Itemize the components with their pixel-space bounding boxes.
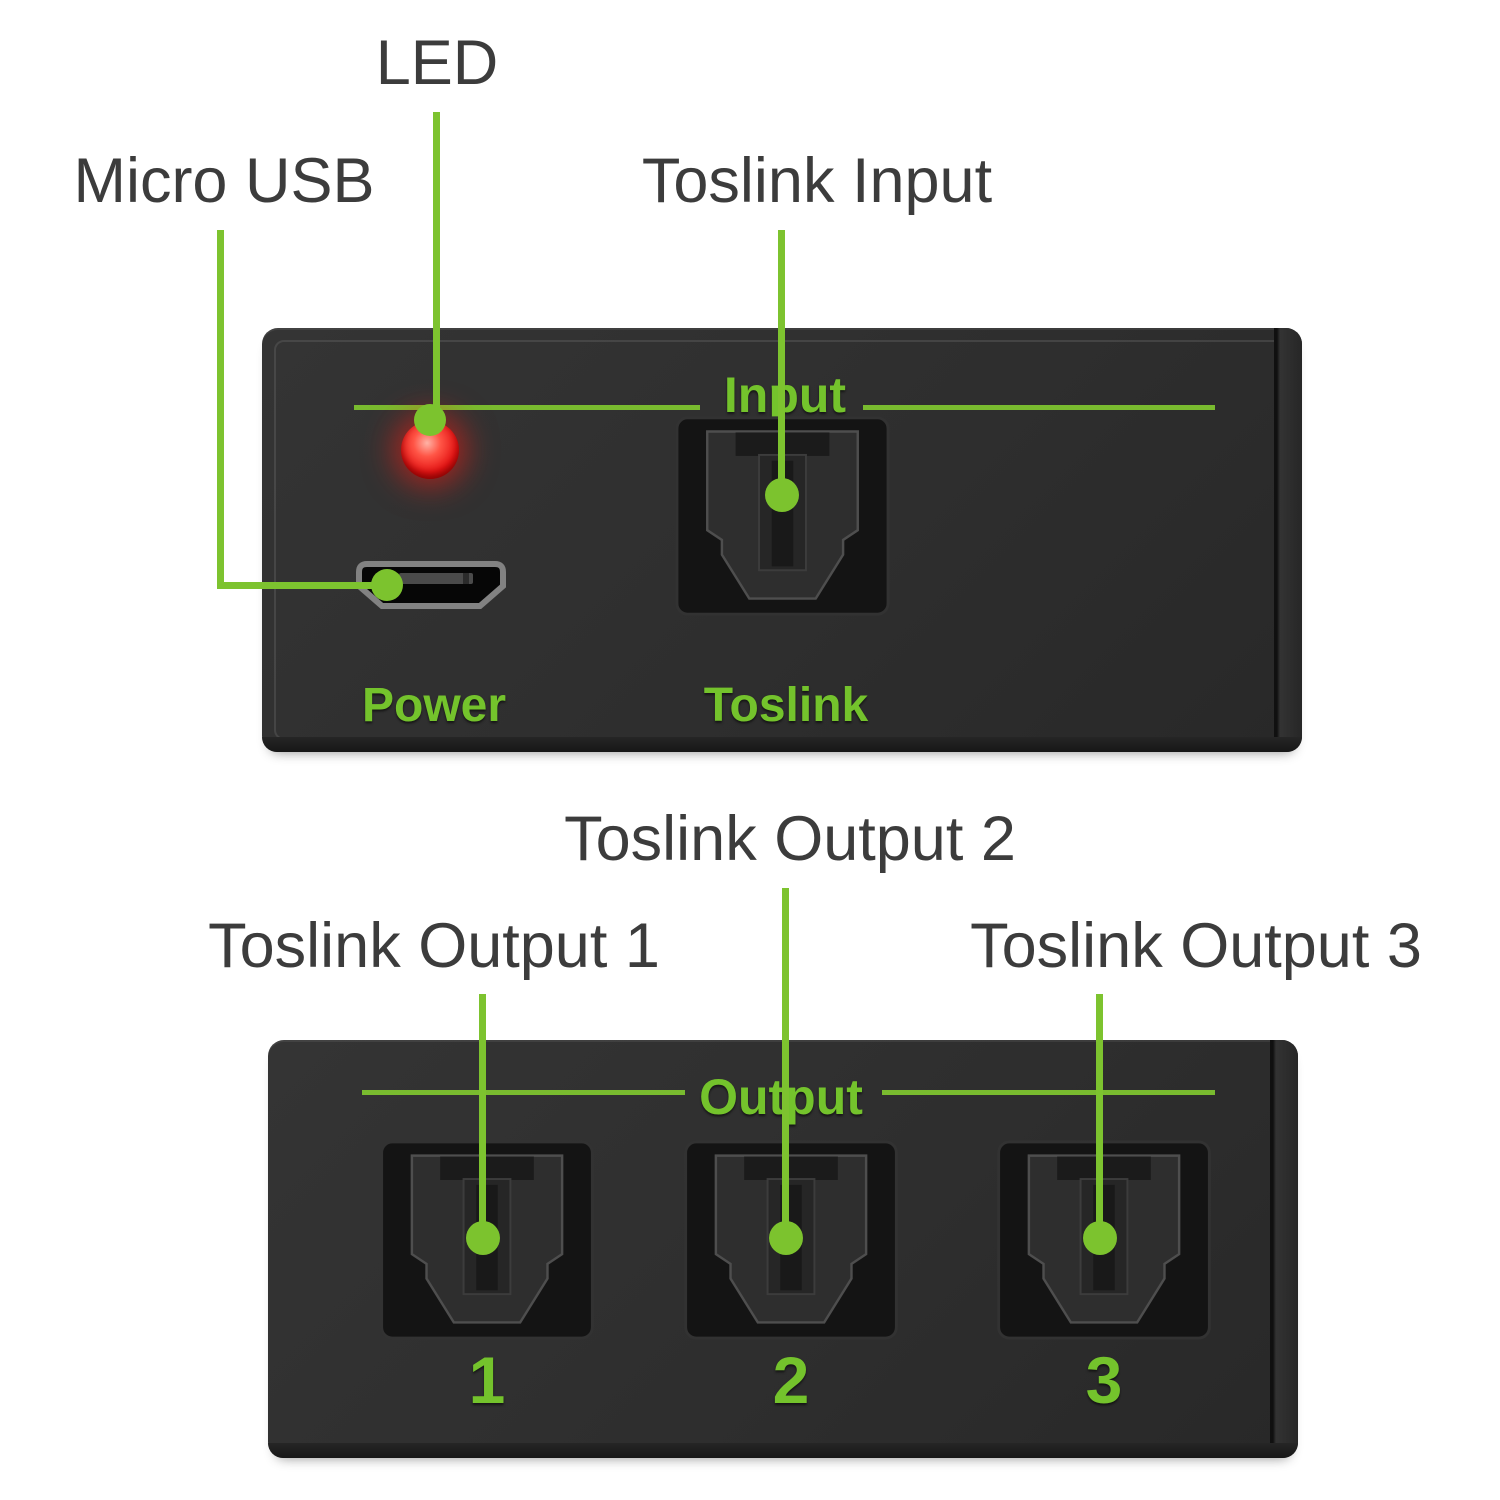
- port-number-1: 1: [468, 1343, 506, 1417]
- device-bottom-edge: [262, 737, 1302, 752]
- leader-dot-led: [414, 404, 446, 436]
- callout-label-toslink-output-1: Toslink Output 1: [208, 911, 660, 981]
- leader-line-toslink-input: [778, 230, 785, 495]
- leader-dot-toslink-output-2: [769, 1221, 803, 1255]
- callout-label-led: LED: [375, 28, 499, 98]
- leader-line-toslink-output-1: [479, 994, 486, 1240]
- callout-label-toslink-output-3: Toslink Output 3: [970, 911, 1422, 981]
- output-section-divider-right: [882, 1090, 1215, 1095]
- leader-dot-toslink-output-1: [466, 1221, 500, 1255]
- leader-line-toslink-output-2: [782, 888, 789, 1240]
- input-section-divider-right: [863, 405, 1215, 410]
- callout-label-micro-usb: Micro USB: [73, 146, 375, 216]
- output-section-divider-left: [362, 1090, 685, 1095]
- leader-line-micro-usb-vertical: [217, 230, 224, 589]
- leader-dot-toslink-input: [765, 478, 799, 512]
- output-section-label: Output: [699, 1069, 863, 1125]
- port-number-3: 3: [1085, 1343, 1123, 1417]
- leader-line-micro-usb-horizontal: [217, 582, 387, 589]
- leader-line-toslink-output-3: [1096, 994, 1103, 1240]
- power-jack-label: Power: [361, 679, 507, 732]
- device-right-edge: [1274, 328, 1302, 752]
- input-section-divider-left: [354, 405, 700, 410]
- device-bottom-edge: [268, 1443, 1298, 1458]
- toslink-jack-label: Toslink: [703, 679, 869, 732]
- device-right-edge: [1270, 1040, 1298, 1458]
- callout-label-toslink-input: Toslink Input: [641, 146, 993, 216]
- callout-label-toslink-output-2: Toslink Output 2: [564, 804, 1016, 874]
- leader-dot-micro-usb: [371, 569, 403, 601]
- input-section-label: Input: [723, 367, 847, 423]
- leader-dot-toslink-output-3: [1083, 1221, 1117, 1255]
- leader-line-led: [433, 112, 440, 420]
- port-number-2: 2: [772, 1343, 810, 1417]
